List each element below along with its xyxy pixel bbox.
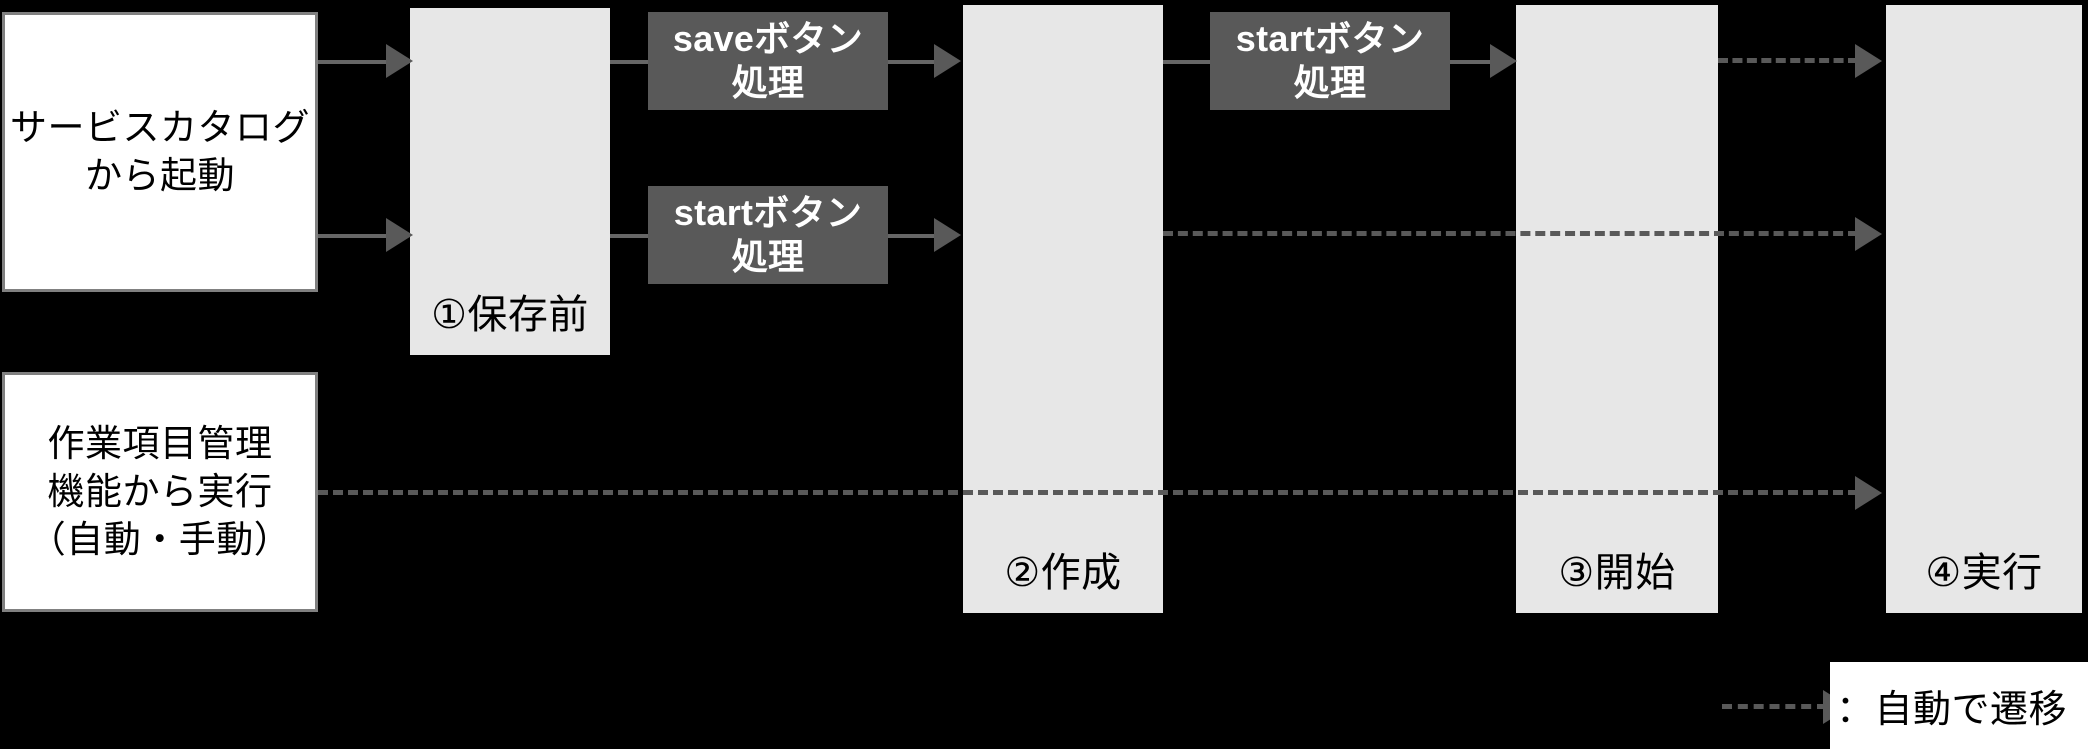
source-box-work-item-management: 作業項目管理 機能から実行 （自動・手動） bbox=[2, 372, 318, 612]
process-box-start-button-2-label: startボタン 処理 bbox=[1235, 18, 1425, 103]
arrow-head-state2-to-state4-middle bbox=[1855, 217, 1882, 251]
state-column-2-label: ②作成 bbox=[1004, 551, 1122, 595]
connector-start-process-2-to-state3 bbox=[1450, 60, 1495, 64]
legend-label: ：自動で遷移 bbox=[1836, 689, 2068, 731]
arrow-head-state3-to-state4-top bbox=[1855, 44, 1882, 78]
arrow-head-catalog-to-state1-upper bbox=[386, 44, 413, 78]
arrow-head-start-process-1-to-state2 bbox=[934, 218, 961, 252]
connector-catalog-to-state1-lower bbox=[318, 234, 388, 238]
arrow-head-workitem-to-state4-bottom bbox=[1855, 476, 1882, 510]
connector-state1-to-save-process bbox=[610, 60, 650, 64]
connector-catalog-to-state1-upper bbox=[318, 60, 388, 64]
process-box-save-button-1[interactable]: saveボタン 処理 bbox=[648, 12, 888, 110]
process-box-start-button-2[interactable]: startボタン 処理 bbox=[1210, 12, 1450, 110]
state-column-4-executing: ④実行 bbox=[1886, 5, 2082, 613]
state-column-4-label: ④実行 bbox=[1925, 551, 2043, 595]
arrow-head-catalog-to-state1-lower bbox=[386, 218, 413, 252]
state-column-1-label: ①保存前 bbox=[431, 293, 589, 337]
arrow-head-save-process-to-state2 bbox=[934, 44, 961, 78]
legend-dashed-line-icon bbox=[1722, 704, 1827, 709]
process-box-start-button-1[interactable]: startボタン 処理 bbox=[648, 186, 888, 284]
source-box-service-catalog-label: サービスカタログ から起動 bbox=[10, 106, 310, 196]
process-box-save-button-1-label: saveボタン 処理 bbox=[672, 18, 864, 103]
legend-panel: ：自動で遷移 bbox=[1830, 662, 2088, 749]
dashed-connector-state3-to-state4-top bbox=[1718, 58, 1858, 63]
source-box-work-item-management-label: 作業項目管理 機能から実行 （自動・手動） bbox=[28, 422, 292, 561]
connector-start-process-1-to-state2 bbox=[888, 234, 938, 238]
connector-state1-to-start-process-1 bbox=[610, 234, 650, 238]
state-column-1-before-save: ①保存前 bbox=[410, 8, 610, 355]
dashed-connector-state2-to-state4-middle bbox=[1163, 231, 1858, 236]
process-box-start-button-1-label: startボタン 処理 bbox=[673, 192, 863, 277]
state-column-3-label: ③開始 bbox=[1558, 551, 1676, 595]
connector-save-process-to-state2 bbox=[888, 60, 938, 64]
arrow-head-start-process-2-to-state3 bbox=[1490, 44, 1517, 78]
state-column-2-created: ②作成 bbox=[963, 5, 1163, 613]
source-box-service-catalog: サービスカタログ から起動 bbox=[2, 12, 318, 292]
connector-state2-to-start-process-2 bbox=[1163, 60, 1211, 64]
state-column-3-started: ③開始 bbox=[1516, 5, 1718, 613]
dashed-connector-workitem-to-state4-bottom bbox=[318, 490, 1858, 495]
